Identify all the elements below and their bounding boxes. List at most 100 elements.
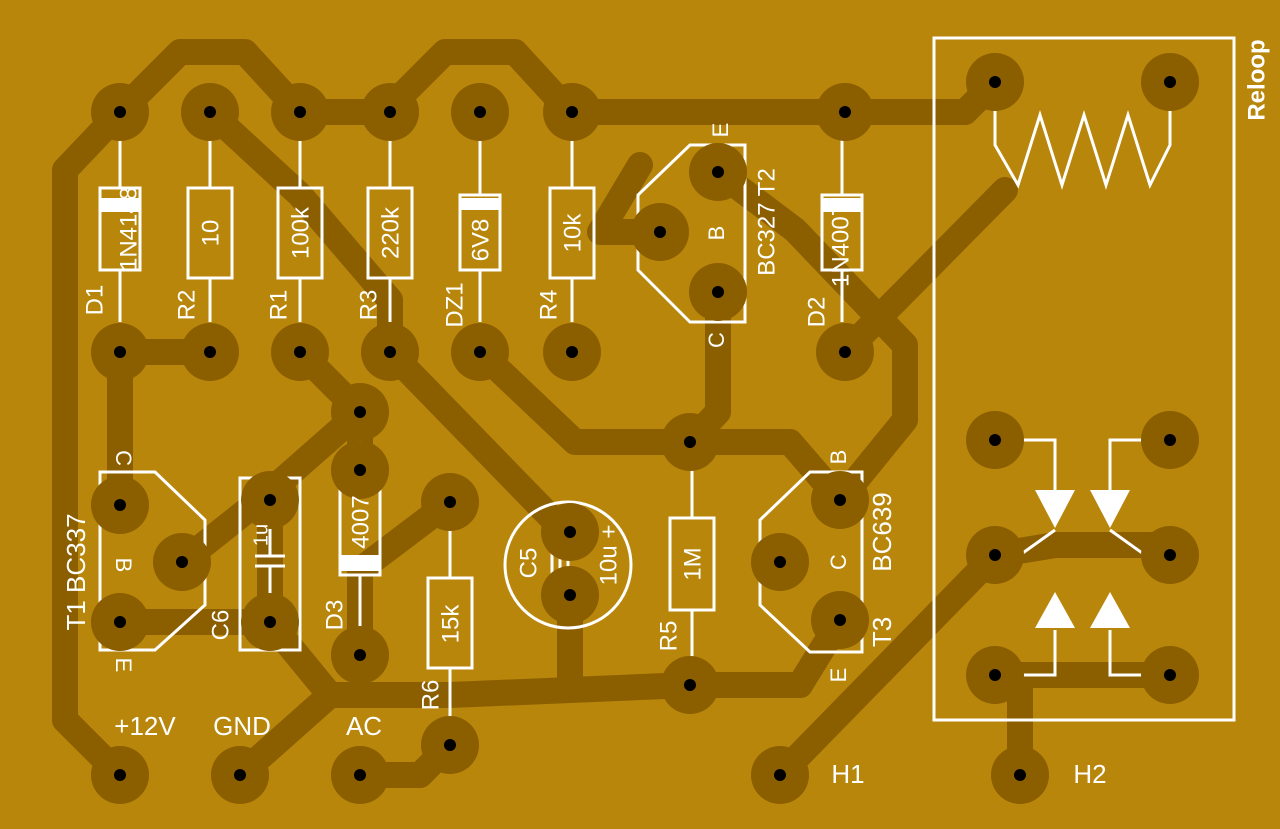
pad-r3-b: [361, 323, 419, 381]
pad-t1-c: [91, 476, 149, 534]
pad-t2-b: [631, 203, 689, 261]
pad-d1-k: [91, 323, 149, 381]
r1-ref: R1: [265, 290, 292, 321]
r2-value: 10: [197, 220, 224, 247]
pad-node-center: [331, 383, 389, 441]
relay-outline: [932, 36, 1236, 722]
pad-r3-a: [361, 83, 419, 141]
pad-c5-p: [541, 503, 599, 561]
t1-pin-b: B: [111, 558, 136, 573]
pad-conn-ac: [331, 746, 389, 804]
c6-value: 1u: [250, 524, 272, 546]
component-leads: [118, 140, 844, 720]
pad-relay-no-1: [966, 411, 1024, 469]
t2-pin-e: E: [708, 123, 733, 138]
r6-value: 15k: [437, 604, 464, 644]
pad-conn-h2: [991, 746, 1049, 804]
r5-value: 1M: [679, 547, 706, 580]
trace-dz1-junction: [467, 339, 703, 455]
trace-r3-c5: [377, 339, 578, 545]
label-plus12v: +12V: [114, 711, 176, 741]
pad-t3-b: [811, 471, 869, 529]
trace-top-bus: [557, 69, 1008, 125]
c5-outline: [503, 500, 633, 630]
t1-pin-c: C: [111, 450, 136, 466]
r6-ref: R6: [417, 680, 444, 711]
pad-relay-coil-2: [1141, 53, 1199, 111]
t1-label: T1 BC337: [61, 513, 91, 630]
pad-d3-k: [331, 626, 389, 684]
pad-relay-coil-1: [966, 53, 1024, 111]
pad-r4-b: [543, 323, 601, 381]
pad-d2-k: [816, 323, 874, 381]
pad-t2-e: [689, 143, 747, 201]
r2-ref: R2: [173, 290, 200, 321]
d3-band: [340, 555, 380, 571]
d1-ref: D1: [81, 285, 108, 316]
pad-r6-b: [421, 716, 479, 774]
relay-coil-symbol: [993, 82, 1172, 191]
trace-left-loop: [107, 39, 583, 125]
pad-conn-h1: [751, 746, 809, 804]
d2-ref: D2: [803, 297, 830, 328]
t3-outline: [758, 470, 864, 654]
pad-r2-b: [181, 323, 239, 381]
r6-body: [426, 576, 474, 670]
r3-ref: R3: [355, 290, 382, 321]
pad-r5-a: [661, 413, 719, 471]
pad-relay-no-2: [1141, 411, 1199, 469]
r1-value: 100k: [287, 206, 314, 259]
d3-value: 4007: [347, 495, 374, 548]
t2-pin-c: C: [704, 332, 729, 348]
pad-dz1-b: [451, 323, 509, 381]
pad-d2-a: [816, 83, 874, 141]
trace-h1: [767, 542, 1008, 788]
pad-relay-nc-1: [966, 646, 1024, 704]
relay-label: Reloop: [1243, 39, 1270, 120]
trace-t2e-d2: [705, 159, 918, 513]
pad-conn-12v: [91, 746, 149, 804]
t2-pin-b: B: [704, 226, 729, 241]
r3-value: 220k: [377, 206, 404, 259]
c6-ref: C6: [207, 610, 234, 641]
d2-value: 1N4007: [827, 203, 854, 287]
pad-r5-b: [661, 656, 719, 714]
pad-relay-com-2: [1141, 526, 1199, 584]
r5-body: [668, 516, 716, 612]
t2-label: BC327 T2: [753, 168, 780, 276]
pad-relay-com-1: [966, 526, 1024, 584]
pad-r6-a: [421, 473, 479, 531]
pad-r1-b: [271, 323, 329, 381]
d3-ref: D3: [321, 600, 348, 631]
t3-pin-b: B: [826, 450, 851, 465]
t3-pin-c: C: [826, 554, 851, 570]
label-gnd: GND: [213, 711, 271, 741]
dz1-band: [460, 198, 500, 210]
label-ac: AC: [346, 711, 382, 741]
pad-d3-a: [331, 441, 389, 499]
pad-c6-b: [241, 593, 299, 651]
pads: [91, 53, 1199, 804]
relay-contact-arrows: [1035, 490, 1130, 628]
pad-t3-e: [811, 591, 869, 649]
pad-r1-a: [271, 83, 329, 141]
label-h1: H1: [831, 759, 864, 789]
c5-value: 10u +: [595, 525, 622, 586]
c5-ref: C5: [515, 548, 542, 579]
pad-c6-a: [241, 471, 299, 529]
pad-conn-gnd: [211, 746, 269, 804]
r4-ref: R4: [535, 290, 562, 321]
pad-t3-c: [751, 533, 809, 591]
trace-gnd-bus: [227, 607, 853, 788]
t3-label: BC639: [867, 492, 897, 572]
pad-t1-e: [91, 593, 149, 651]
label-h2: H2: [1073, 759, 1106, 789]
d1-cathode-band: [100, 198, 140, 212]
trace-d2-relay: [832, 177, 1018, 365]
pad-dz1-a: [451, 83, 509, 141]
t1-pin-e: E: [111, 658, 136, 673]
pad-relay-nc-2: [1141, 646, 1199, 704]
pad-c5-n: [541, 566, 599, 624]
d2-band: [822, 198, 862, 212]
